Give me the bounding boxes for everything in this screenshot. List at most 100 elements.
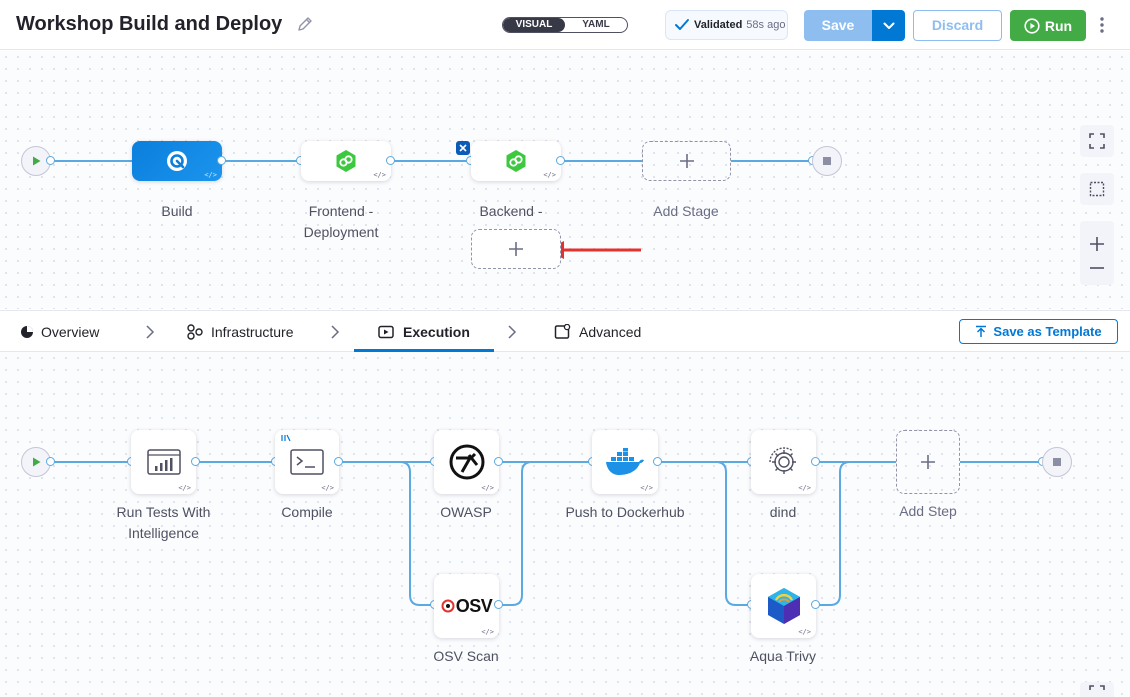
port <box>811 600 820 609</box>
port <box>386 156 395 165</box>
step-label: OSV Scan <box>433 648 499 664</box>
chevron-right-icon <box>146 325 155 339</box>
play-icon <box>33 156 41 166</box>
step-connectors <box>50 461 1042 606</box>
remove-stage-icon[interactable] <box>456 141 470 155</box>
terminal-icon <box>290 449 324 475</box>
step-label: Compile <box>281 504 333 520</box>
check-icon <box>675 19 689 30</box>
expand-icon <box>1089 685 1105 690</box>
yaml-code-icon: </> <box>640 484 653 492</box>
stage-canvas[interactable]: </> Build </> Frontend - Deployment </> … <box>0 51 1130 309</box>
step-node-compile[interactable]: </> <box>275 430 339 494</box>
pipeline-title: Workshop Build and Deploy <box>16 13 283 35</box>
zoom-controls <box>1080 221 1114 285</box>
tab-label: Infrastructure <box>211 323 294 340</box>
pipeline-header: Workshop Build and Deploy VISUAL YAML Va… <box>0 0 1130 50</box>
tab-execution[interactable]: Execution <box>378 311 470 352</box>
validation-time: 58s ago <box>746 19 786 31</box>
validation-status: Validated <box>694 19 743 31</box>
fit-to-screen-button[interactable] <box>1080 682 1114 697</box>
step-label: Push to Dockerhub <box>565 504 685 520</box>
port <box>653 457 662 466</box>
step-node-owasp[interactable]: </> <box>434 430 499 494</box>
save-button[interactable]: Save <box>804 10 872 41</box>
pipeline-end <box>812 146 842 176</box>
more-options-icon[interactable] <box>1096 14 1108 36</box>
step-group-icon <box>281 434 291 442</box>
expand-icon <box>1089 133 1105 149</box>
stage-tab-bar: Overview Infrastructure Execution Advanc… <box>0 310 1130 352</box>
step-label: Aqua Trivy <box>749 648 817 664</box>
zoom-in-icon[interactable] <box>1089 236 1105 252</box>
save-as-template-button[interactable]: Save as Template <box>959 319 1118 344</box>
add-stage-label: Add Stage <box>653 203 719 219</box>
step-node-dind[interactable]: </> <box>751 430 816 494</box>
run-button[interactable]: Run <box>1010 10 1086 41</box>
tab-label: Advanced <box>579 323 642 340</box>
stage-node-build[interactable]: </> <box>132 141 222 181</box>
port <box>494 457 503 466</box>
deploy-stage-icon <box>336 150 356 172</box>
toggle-yaml[interactable]: YAML <box>582 19 610 30</box>
plus-icon <box>679 154 694 168</box>
osv-logo-text: OSV <box>455 595 493 616</box>
tab-infrastructure[interactable]: Infrastructure <box>186 311 293 352</box>
yaml-code-icon: </> <box>798 628 811 636</box>
save-options-button[interactable] <box>872 10 905 41</box>
stage-node-frontend[interactable]: </> <box>301 141 391 181</box>
yaml-code-icon: </> <box>481 628 494 636</box>
build-stage-icon <box>167 151 187 171</box>
deploy-stage-icon <box>506 150 526 172</box>
tab-overview[interactable]: Overview <box>20 311 99 352</box>
add-parallel-stage-button[interactable] <box>471 229 561 269</box>
stop-icon <box>1053 458 1061 466</box>
advanced-icon <box>554 323 571 339</box>
execution-icon <box>378 325 394 338</box>
pencil-icon[interactable] <box>296 15 314 33</box>
validation-badge[interactable]: Validated 58s ago <box>665 10 788 40</box>
stage-label: Build <box>161 203 193 219</box>
infrastructure-icon <box>187 323 203 340</box>
step-node-aqua-trivy[interactable]: </> <box>751 574 816 638</box>
port <box>217 156 226 165</box>
port <box>46 457 55 466</box>
toggle-visual[interactable]: VISUAL <box>503 18 565 32</box>
execution-end <box>1042 447 1072 477</box>
add-stage-button[interactable] <box>642 141 731 181</box>
chevron-right-icon <box>508 325 517 339</box>
play-circle-icon <box>1024 17 1040 34</box>
yaml-code-icon: </> <box>373 171 386 179</box>
plus-icon <box>509 242 523 256</box>
select-area-button[interactable] <box>1080 173 1114 205</box>
step-label: dind <box>769 504 797 520</box>
docker-logo-icon <box>606 448 644 475</box>
aqua-trivy-logo-icon <box>767 588 800 624</box>
add-step-button[interactable] <box>896 430 960 494</box>
step-node-osv-scan[interactable]: OSV </> <box>434 574 499 638</box>
step-label: OWASP <box>440 504 492 520</box>
step-node-docker[interactable]: </> <box>592 430 658 494</box>
chevron-down-icon <box>883 22 894 29</box>
stage-node-backend[interactable]: </> <box>471 141 561 181</box>
close-icon <box>459 144 467 152</box>
overview-icon <box>21 325 33 338</box>
gear-icon <box>768 447 796 474</box>
port <box>46 156 55 165</box>
zoom-out-icon[interactable] <box>1089 266 1105 270</box>
fit-to-screen-button[interactable] <box>1080 125 1114 157</box>
discard-button[interactable]: Discard <box>913 10 1002 41</box>
yaml-code-icon: </> <box>543 171 556 179</box>
run-label: Run <box>1044 17 1073 34</box>
stage-label: Frontend - Deployment <box>303 203 379 240</box>
osv-logo-icon <box>441 599 455 613</box>
stage-label: Backend - <box>479 203 543 219</box>
active-tab-indicator <box>354 349 494 352</box>
add-step-label: Add Step <box>899 503 957 519</box>
tab-advanced[interactable]: Advanced <box>554 311 641 352</box>
step-node-run-tests[interactable]: </> <box>131 430 196 494</box>
test-intelligence-icon <box>146 449 181 475</box>
execution-canvas[interactable]: </> Run Tests With Intelligence </> Comp… <box>0 352 1130 697</box>
yaml-code-icon: </> <box>321 484 334 492</box>
chevron-right-icon <box>331 325 340 339</box>
